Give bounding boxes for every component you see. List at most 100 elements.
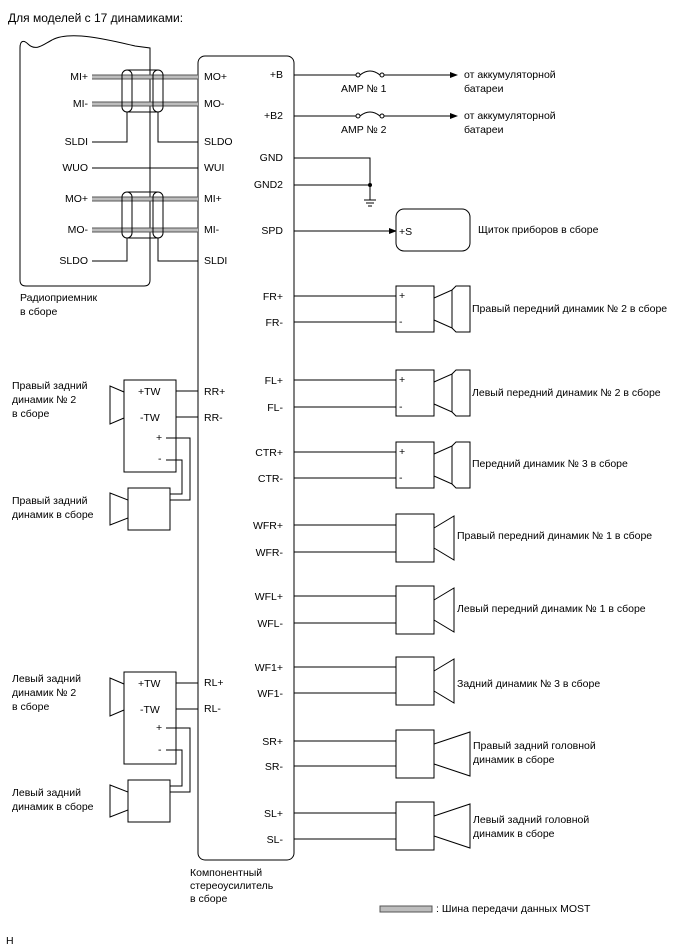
svg-text:Правый задний головной: Правый задний головной [473, 740, 596, 752]
svg-text:стереоусилитель: стереоусилитель [190, 880, 274, 892]
svg-text:динамик в сборе: динамик в сборе [473, 754, 555, 766]
speaker-front-left-1: Левый передний динамик № 1 в сборе [294, 585, 646, 635]
meter-assembly: +S Щиток приборов в сборе [294, 208, 599, 252]
speaker-rear-right-head: Правый задний головной динамик в сборе [294, 729, 596, 779]
shield-drain-wires [92, 112, 198, 262]
footer-code: H [6, 935, 14, 947]
svg-text:+: + [156, 722, 162, 734]
svg-text:: Шина передачи данных MOST: : Шина передачи данных MOST [436, 903, 591, 915]
svg-text:+: + [156, 432, 162, 444]
radio-pin-labels: MI+ MI- SLDI WUO MO+ MO- SLDO [59, 71, 88, 267]
svg-text:FL+: FL+ [265, 375, 283, 387]
ground-symbol [294, 157, 376, 207]
radio-pin-sldo: SLDO [59, 255, 88, 267]
svg-text:RL-: RL- [204, 703, 221, 715]
fuse-amp-1: AMP № 1 [341, 83, 387, 95]
rear-left-tweeter-group: Левый задний динамик № 2 в сборе +TW -TW… [12, 671, 198, 823]
radio-pin-mo-minus: MO- [68, 224, 89, 236]
svg-text:RR-: RR- [204, 412, 223, 424]
svg-text:+: + [399, 374, 405, 386]
svg-text:-: - [158, 744, 162, 756]
svg-text:от аккумуляторной: от аккумуляторной [464, 110, 556, 122]
svg-text:+: + [399, 446, 405, 458]
svg-text:-: - [158, 453, 162, 465]
svg-text:MI-: MI- [204, 224, 220, 236]
svg-text:динамик № 2: динамик № 2 [12, 394, 76, 406]
svg-text:WFL-: WFL- [257, 618, 283, 630]
svg-text:в сборе: в сборе [190, 893, 227, 905]
svg-text:-TW: -TW [140, 704, 160, 716]
svg-text:GND: GND [260, 152, 284, 164]
speaker-front-left-2: + - Левый передний динамик № 2 в сборе [294, 369, 661, 417]
svg-text:+TW: +TW [138, 678, 161, 690]
speaker-front-right-2: + - Правый передний динамик № 2 в сборе [294, 285, 667, 333]
svg-text:-: - [399, 472, 403, 484]
svg-text:-: - [399, 401, 403, 413]
svg-text:в сборе: в сборе [20, 306, 57, 318]
radio-receiver-label: Радиоприемник в сборе [20, 292, 97, 318]
radio-pin-mi-minus: MI- [73, 98, 89, 110]
svg-text:Задний динамик № 3 в сборе: Задний динамик № 3 в сборе [457, 678, 600, 690]
radio-pin-sldi: SLDI [65, 136, 88, 148]
rear-right-tweeter-group: Правый задний динамик № 2 в сборе +TW -T… [12, 379, 198, 531]
svg-text:RR+: RR+ [204, 386, 225, 398]
radio-receiver-box [19, 35, 151, 287]
svg-text:CTR-: CTR- [258, 473, 284, 485]
svg-text:SR+: SR+ [262, 736, 283, 748]
svg-text:-TW: -TW [140, 412, 160, 424]
speaker-rear-3: Задний динамик № 3 в сборе [294, 656, 600, 706]
svg-text:WUI: WUI [204, 162, 224, 174]
svg-text:динамик в сборе: динамик в сборе [12, 801, 94, 813]
svg-text:батареи: батареи [464, 83, 504, 95]
svg-text:MO+: MO+ [204, 71, 227, 83]
power-circuit-2: AMP № 2 от аккумуляторной батареи [294, 110, 556, 136]
svg-text:WFL+: WFL+ [255, 591, 283, 603]
svg-text:Левый задний головной: Левый задний головной [473, 814, 589, 826]
svg-text:Правый передний динамик № 2 в: Правый передний динамик № 2 в сборе [472, 303, 667, 315]
svg-text:батареи: батареи [464, 124, 504, 136]
svg-text:Левый передний динамик № 1 в с: Левый передний динамик № 1 в сборе [457, 603, 646, 615]
svg-text:Правый задний: Правый задний [12, 495, 88, 507]
speaker-rear-left-head: Левый задний головной динамик в сборе [294, 801, 589, 851]
speaker-front-right-1: Правый передний динамик № 1 в сборе [294, 513, 652, 563]
svg-text:+S: +S [399, 226, 412, 238]
svg-text:+TW: +TW [138, 386, 161, 398]
svg-text:CTR+: CTR+ [255, 447, 283, 459]
fuse-amp-2: AMP № 2 [341, 124, 387, 136]
svg-text:Левый задний: Левый задний [12, 673, 81, 685]
amp-left-pin-labels: MO+ MO- SLDO WUI MI+ MI- SLDI RR+ RR- RL… [204, 71, 233, 715]
svg-text:MI+: MI+ [204, 193, 222, 205]
svg-text:в сборе: в сборе [12, 408, 49, 420]
svg-text:от аккумуляторной: от аккумуляторной [464, 69, 556, 81]
amp-right-pin-labels: +B +B2 GND GND2 SPD FR+ FR- FL+ FL- CTR+… [253, 69, 284, 846]
svg-text:+B2: +B2 [264, 110, 283, 122]
svg-text:FL-: FL- [267, 402, 283, 414]
rear-left-tweeter-label: Левый задний динамик № 2 в сборе [12, 673, 81, 713]
amplifier-label: Компонентный стереоусилитель в сборе [190, 867, 274, 905]
svg-text:MO-: MO- [204, 98, 225, 110]
radio-pin-mi-plus: MI+ [70, 71, 88, 83]
rear-right-tweeter-label: Правый задний динамик № 2 в сборе [12, 380, 88, 420]
svg-text:Радиоприемник: Радиоприемник [20, 292, 97, 304]
svg-text:динамик № 2: динамик № 2 [12, 687, 76, 699]
svg-text:WFR-: WFR- [256, 547, 284, 559]
svg-text:Левый задний: Левый задний [12, 787, 81, 799]
svg-text:SL-: SL- [267, 834, 284, 846]
svg-text:SLDO: SLDO [204, 136, 233, 148]
svg-text:динамик в сборе: динамик в сборе [12, 509, 94, 521]
radio-pin-mo-plus: MO+ [65, 193, 88, 205]
svg-text:Правый передний динамик № 1 в: Правый передний динамик № 1 в сборе [457, 530, 652, 542]
svg-text:+B: +B [270, 69, 283, 81]
svg-text:Щиток приборов в сборе: Щиток приборов в сборе [478, 224, 599, 236]
rear-left-speaker-label: Левый задний динамик в сборе [12, 787, 94, 813]
shield-ovals [121, 69, 164, 239]
diagram-title: Для моделей с 17 динамиками: [8, 11, 183, 25]
svg-text:Компонентный: Компонентный [190, 867, 262, 879]
legend-most-bus: : Шина передачи данных MOST [379, 903, 591, 915]
svg-text:динамик в сборе: динамик в сборе [473, 828, 555, 840]
svg-text:в сборе: в сборе [12, 701, 49, 713]
svg-text:SPD: SPD [261, 225, 283, 237]
speaker-front-3: + - Передний динамик № 3 в сборе [294, 441, 628, 489]
rear-right-speaker-label: Правый задний динамик в сборе [12, 495, 94, 521]
